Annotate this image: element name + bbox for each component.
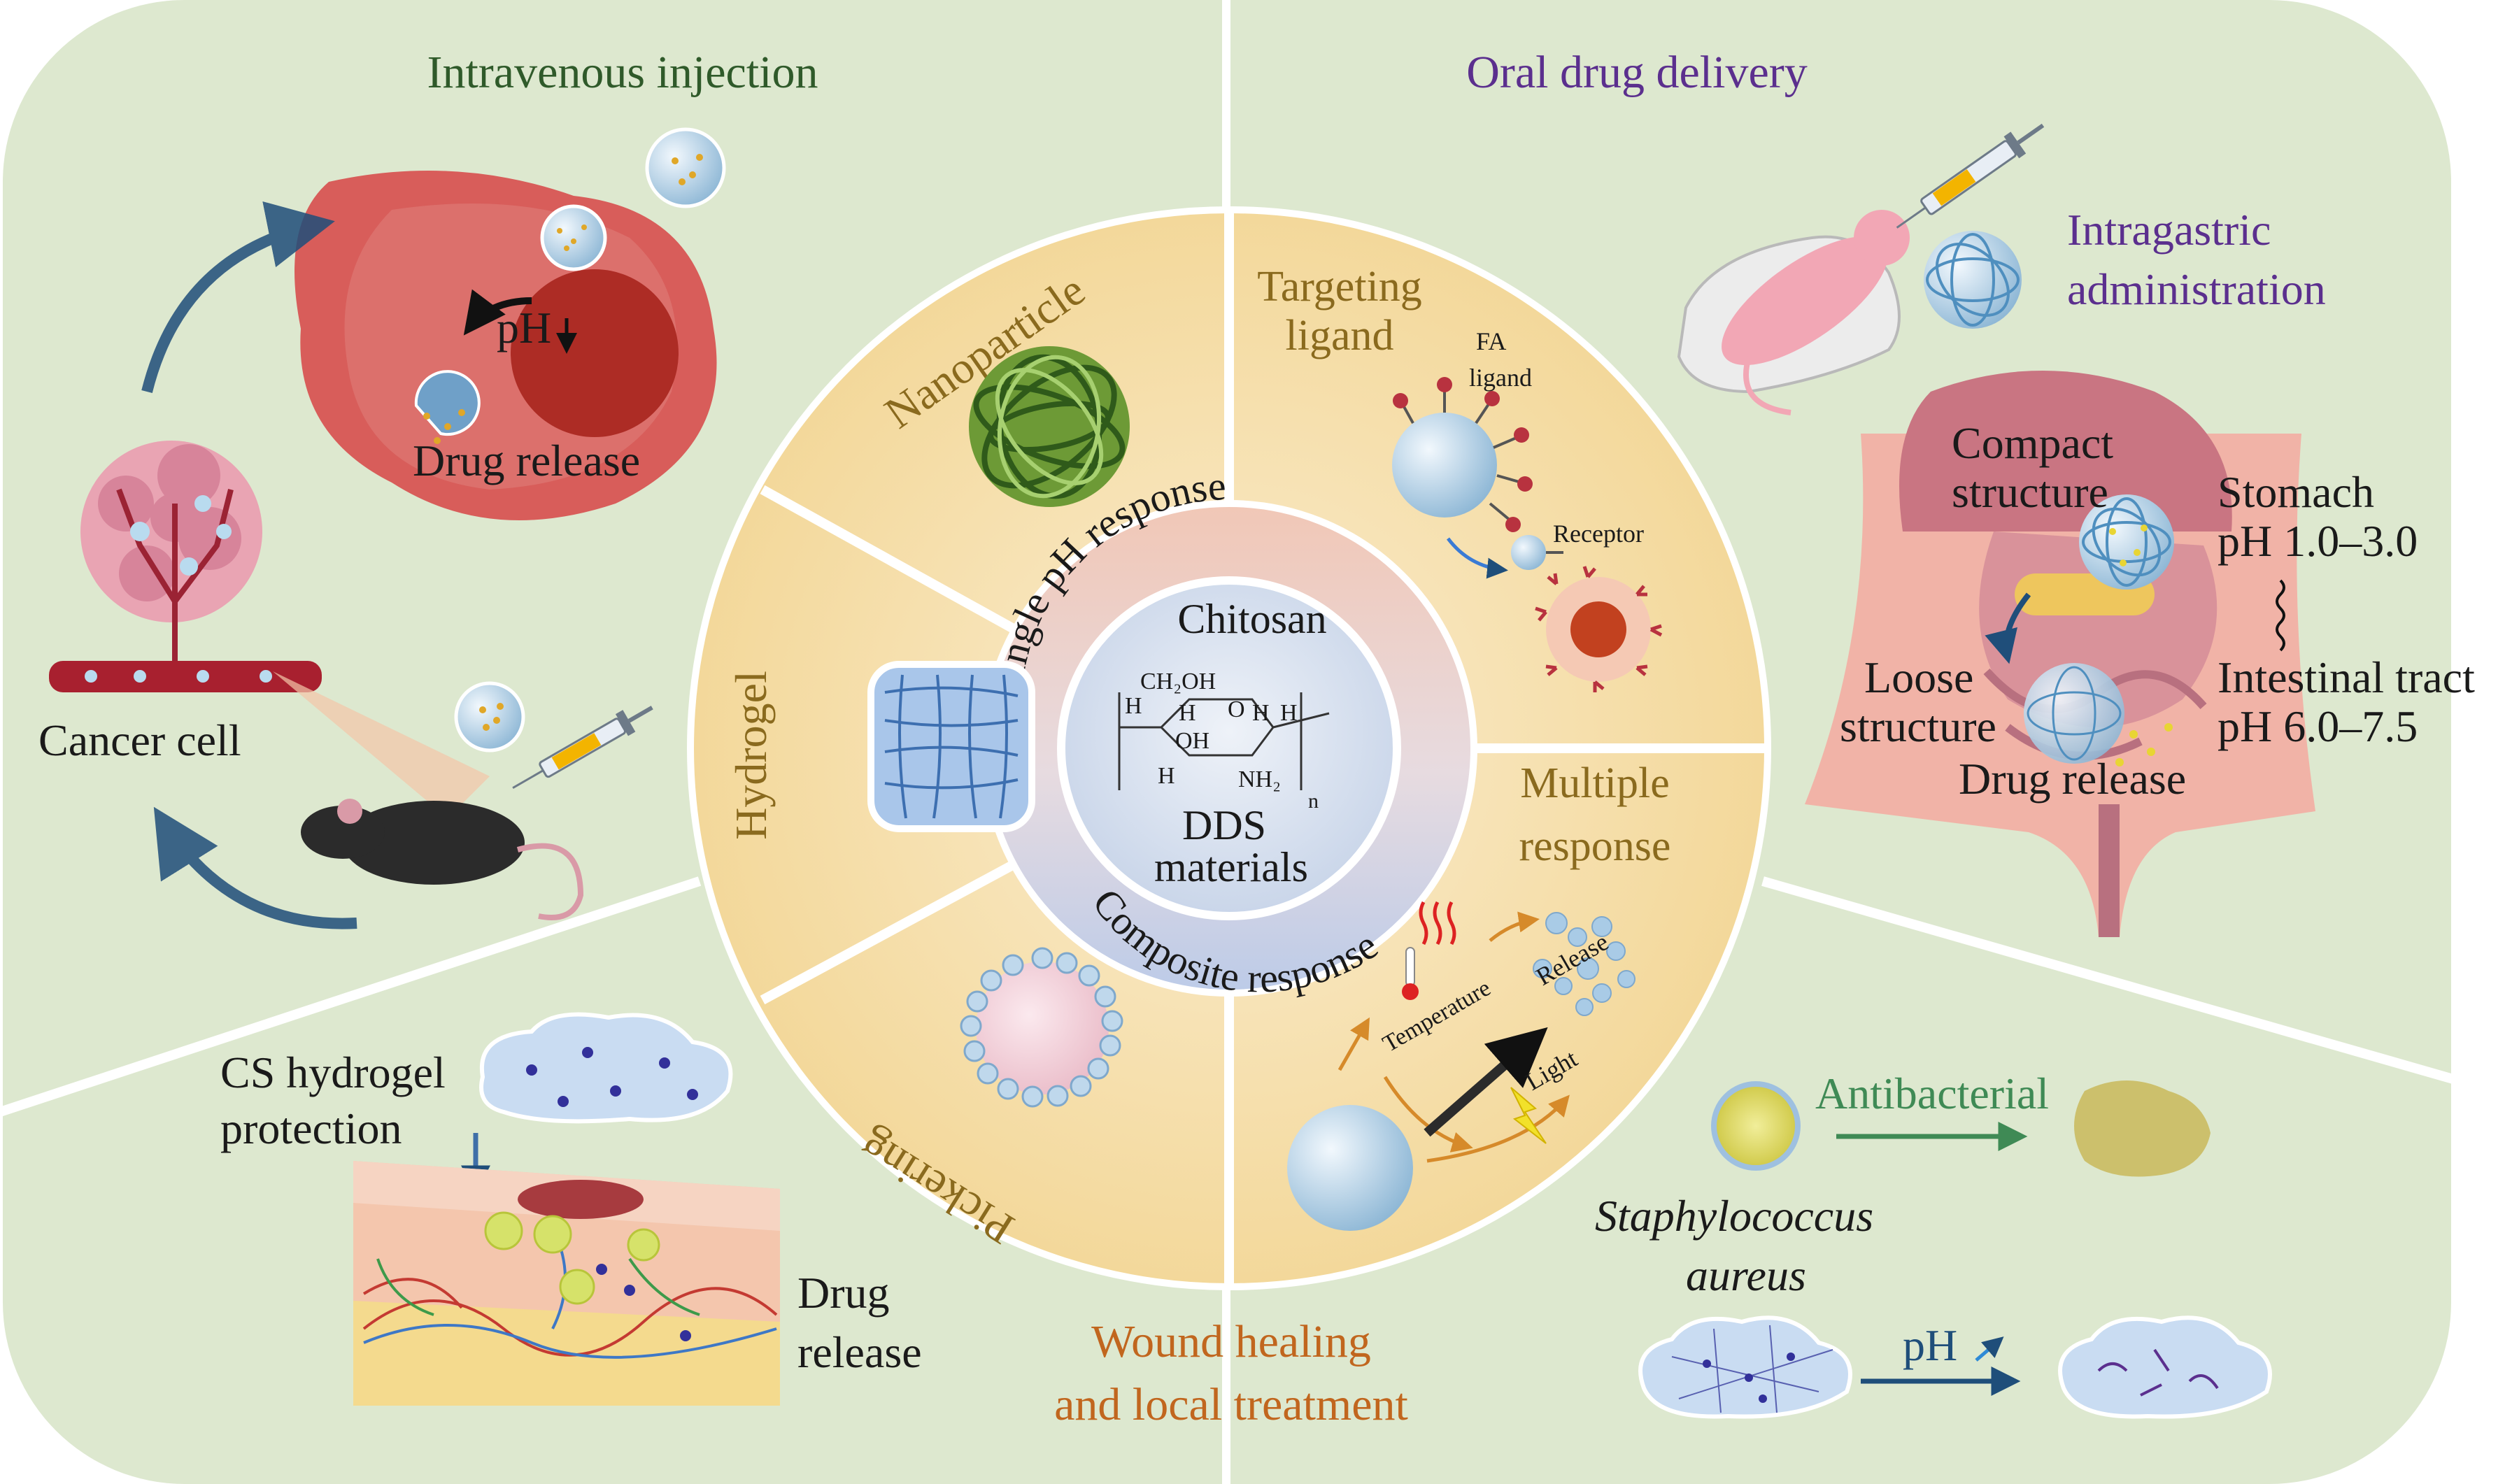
segment-label-multiple: Multiple xyxy=(1520,759,1670,807)
fa-ligand-label: ligand xyxy=(1469,364,1532,392)
center-materials: materials xyxy=(1154,844,1308,890)
formula-h3: H xyxy=(1252,700,1270,726)
segment-label-targeting: Targeting xyxy=(1257,263,1422,311)
chitosan-formula: Chitosan CH₂OH H H O H OH H H NH₂ n DDS … xyxy=(1118,596,1330,890)
label-ph-cell: pH xyxy=(497,303,551,352)
label-loose-structure: structure xyxy=(1840,701,1996,751)
label-staphylococcus: Staphylococcus xyxy=(1595,1191,1873,1241)
receptor-label: Receptor xyxy=(1553,520,1644,548)
label-protection: protection xyxy=(220,1104,402,1153)
label-cs-hydrogel: CS hydrogel xyxy=(220,1048,446,1097)
formula-h4: H xyxy=(1280,700,1298,726)
label-intragastric: Intragastric xyxy=(2067,205,2271,255)
oral-illustration xyxy=(1677,123,2315,937)
segment-label-hydrogel: Hydrogel xyxy=(726,671,776,840)
label-stomach-ph: pH 1.0–3.0 xyxy=(2218,516,2418,566)
label-aureus: aureus xyxy=(1686,1250,1806,1300)
center-dds: DDS xyxy=(1182,802,1266,848)
label-drug-release-cell: Drug release xyxy=(413,436,640,485)
nanoparticle-icon xyxy=(969,346,1130,507)
label-release: release xyxy=(797,1327,922,1377)
formula-h5: H xyxy=(1158,763,1175,789)
label-antibacterial: Antibacterial xyxy=(1815,1069,2049,1118)
formula-oh: OH xyxy=(1175,728,1209,754)
label-loose: Loose xyxy=(1864,652,1973,702)
formula-o: O xyxy=(1228,697,1245,722)
segment-label-response: response xyxy=(1519,822,1671,870)
label-intestinal-ph: pH 6.0–7.5 xyxy=(2218,701,2418,751)
title-wound-line1: Wound healing xyxy=(1091,1316,1371,1367)
label-drug: Drug xyxy=(797,1268,890,1318)
text-labels: Intravenous injection Oral drug delivery… xyxy=(38,47,2475,1430)
label-intestinal: Intestinal tract xyxy=(2218,652,2475,702)
title-intravenous: Intravenous injection xyxy=(427,47,818,98)
formula-n: n xyxy=(1308,790,1319,813)
label-ph-gel: pH xyxy=(1903,1320,1957,1370)
title-wound-line2: and local treatment xyxy=(1054,1379,1408,1430)
fa-label: FA xyxy=(1476,327,1506,355)
label-cancer-cell: Cancer cell xyxy=(38,715,241,765)
title-oral: Oral drug delivery xyxy=(1466,47,1808,98)
wound-illustration xyxy=(353,1012,2272,1419)
formula-h2: H xyxy=(1179,700,1196,726)
label-compact-structure: structure xyxy=(1952,467,2108,517)
label-administration: administration xyxy=(2067,264,2326,314)
targeting-ligand-icon: FA ligand Receptor xyxy=(1392,327,1663,692)
pickering-icon xyxy=(960,947,1123,1108)
label-compact: Compact xyxy=(1952,418,2113,468)
wheel-core xyxy=(1057,576,1401,920)
wheel xyxy=(687,206,1771,1290)
formula-nh2: NH₂ xyxy=(1238,766,1281,792)
formula-ch2oh: CH₂OH xyxy=(1140,669,1216,694)
segment-label-ligand: ligand xyxy=(1286,312,1394,359)
chitosan-title: Chitosan xyxy=(1177,596,1326,642)
hydrogel-icon xyxy=(867,661,1035,832)
intravenous-illustration xyxy=(49,127,726,929)
label-drug-release-gut: Drug release xyxy=(1959,754,2186,804)
label-stomach: Stomach xyxy=(2218,467,2374,517)
formula-h1: H xyxy=(1125,693,1142,719)
